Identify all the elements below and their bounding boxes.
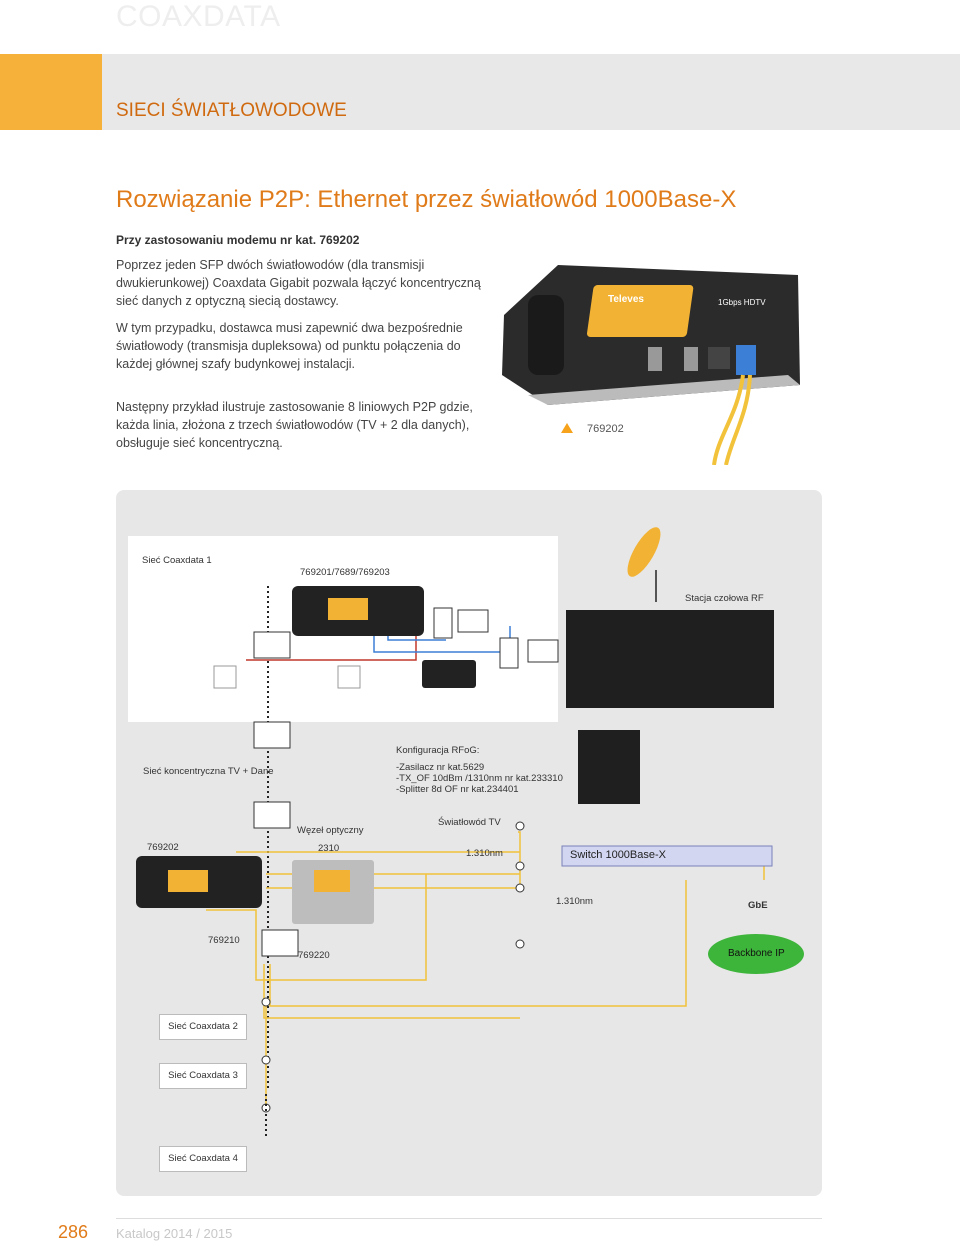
label-splitter: 769220 [298, 950, 330, 961]
label-modem: 769202 [147, 842, 179, 853]
label-switch: Switch 1000Base-X [570, 849, 666, 861]
label-fiber-tv: Światłowód TV [438, 817, 501, 828]
label-tap: 769210 [208, 935, 240, 946]
product-photo: Televes 1Gbps HDTV [502, 265, 800, 465]
label-rfog-1: -Zasilacz nr kat.5629 [396, 762, 485, 773]
product-tag-text: 1Gbps HDTV [718, 298, 766, 307]
section-title: SIECI ŚWIATŁOWODOWE [116, 100, 347, 121]
brand-title: COAXDATA [116, 0, 281, 33]
paragraph-3: Następny przykład ilustruje zastosowanie… [116, 400, 473, 450]
splitter-box-4 [261, 929, 299, 957]
label-network1: Sieć Coaxdata 1 [142, 555, 212, 566]
network-diagram [128, 527, 804, 1138]
tv-icon [422, 660, 476, 688]
footer-divider [116, 1218, 822, 1219]
section-band [102, 54, 960, 130]
rfog-rack [578, 730, 640, 804]
paragraph-1: Poprzez jeden SFP dwóch światłowodów (dl… [116, 258, 481, 308]
splitter-box-2 [253, 721, 291, 749]
splitter-box-3 [253, 801, 291, 829]
network4-box: Sieć Coaxdata 4 [159, 1146, 247, 1172]
pc-tower-icon-2 [499, 637, 519, 669]
paragraph-2: W tym przypadku, dostawca musi zapewnić … [116, 321, 463, 371]
switch-device[interactable] [561, 845, 773, 867]
splitter-box-1 [253, 631, 291, 659]
label-optical-node: Węzeł optyczny [297, 825, 364, 836]
triangle-icon [561, 423, 573, 433]
product-brand-text: Televes [608, 294, 644, 305]
label-headend: Stacja czołowa RF [685, 593, 764, 604]
label-rfog-2: -TX_OF 10dBm /1310nm nr kat.233310 [396, 773, 563, 784]
label-coax-network: Sieć koncentryczna TV + Dane [143, 766, 274, 777]
label-node-code: 2310 [318, 843, 340, 854]
label-wavelength-2: 1.310nm [556, 896, 593, 907]
section-accent-bar [0, 54, 102, 130]
satellite-dish-icon [627, 527, 661, 577]
monitor-icon-2 [527, 639, 559, 663]
label-rfog-title: Konfiguracja RFoG: [396, 745, 480, 756]
label-models: 769201/7689/769203 [300, 567, 390, 578]
product-caption: 769202 [561, 423, 624, 435]
pc-tower-icon-1 [433, 607, 453, 639]
label-gbe: GbE [748, 900, 768, 911]
label-rfog-3: -Splitter 8d OF nr kat.234401 [396, 784, 519, 795]
wall-outlet-1 [213, 665, 237, 689]
product-caption-text: 769202 [587, 423, 624, 435]
network2-box: Sieć Coaxdata 2 [159, 1014, 247, 1040]
network3-box: Sieć Coaxdata 3 [159, 1063, 247, 1089]
wall-outlet-2 [337, 665, 361, 689]
monitor-icon-1 [457, 609, 489, 633]
backbone-cloud [708, 934, 804, 974]
page-number: 286 [58, 1222, 89, 1242]
label-wavelength-1: 1.310nm [466, 848, 503, 859]
article-title: Rozwiązanie P2P: Ethernet przez światłow… [116, 186, 737, 213]
label-backbone: Backbone IP [728, 948, 785, 959]
catalog-label: Katalog 2014 / 2015 [116, 1226, 233, 1241]
coaxdata-modem-top [292, 586, 424, 636]
headend-rack [566, 610, 774, 708]
article-subtitle: Przy zastosowaniu modemu nr kat. 769202 [116, 233, 360, 247]
